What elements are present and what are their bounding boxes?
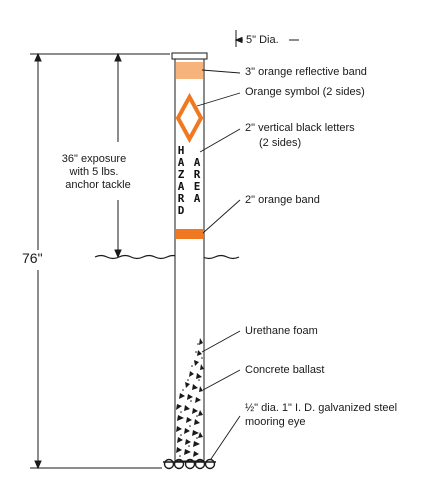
concrete-ballast-label: Concrete ballast — [245, 364, 325, 376]
hazard-letter: A — [178, 180, 185, 193]
hazard-letters: H A Z A R D — [178, 144, 185, 217]
buoy-cap — [171, 52, 208, 60]
exposure-line: 36" exposure — [61, 153, 127, 165]
diameter-label: 5" Dia. — [246, 34, 279, 46]
total-height-label: 76" — [22, 250, 43, 266]
orange-diamond-symbol — [175, 92, 204, 144]
exposure-line: anchor tackle — [65, 179, 131, 191]
leader-lines — [196, 69, 241, 460]
area-letter: A — [194, 192, 201, 205]
water-line — [94, 254, 240, 260]
reflective-band-label: 3" orange reflective band — [245, 66, 367, 78]
vertical-letters-label: 2" vertical black letters — [245, 122, 355, 134]
dimension-lines — [30, 30, 299, 470]
concrete-ballast — [176, 338, 204, 457]
orange-symbol-label: Orange symbol (2 sides) — [245, 86, 365, 98]
hazard-letter: H — [178, 144, 185, 157]
mooring-eye-label-line2: mooring eye — [245, 416, 306, 428]
area-letter: E — [194, 180, 201, 193]
orange-band-label: 2" orange band — [245, 194, 320, 206]
exposure-label: 36" exposure with 5 lbs. anchor tackle — [58, 153, 178, 192]
area-letter: R — [194, 168, 201, 181]
exposure-line: with 5 lbs. — [69, 166, 119, 178]
mooring-eye — [163, 458, 216, 470]
vertical-letters-sides-label: (2 sides) — [259, 137, 302, 149]
area-letter: A — [194, 156, 201, 169]
orange-band — [176, 229, 203, 239]
urethane-foam-label: Urethane foam — [245, 325, 318, 337]
area-letters: A R E A — [194, 156, 201, 205]
hazard-letter: Z — [178, 168, 185, 181]
hazard-letter: R — [178, 192, 185, 205]
hazard-letter: A — [178, 156, 185, 169]
hazard-letter: D — [178, 204, 185, 217]
mooring-eye-label: ½" dia. 1" I. D. galvanized steel — [245, 402, 398, 414]
reflective-band — [176, 62, 203, 79]
